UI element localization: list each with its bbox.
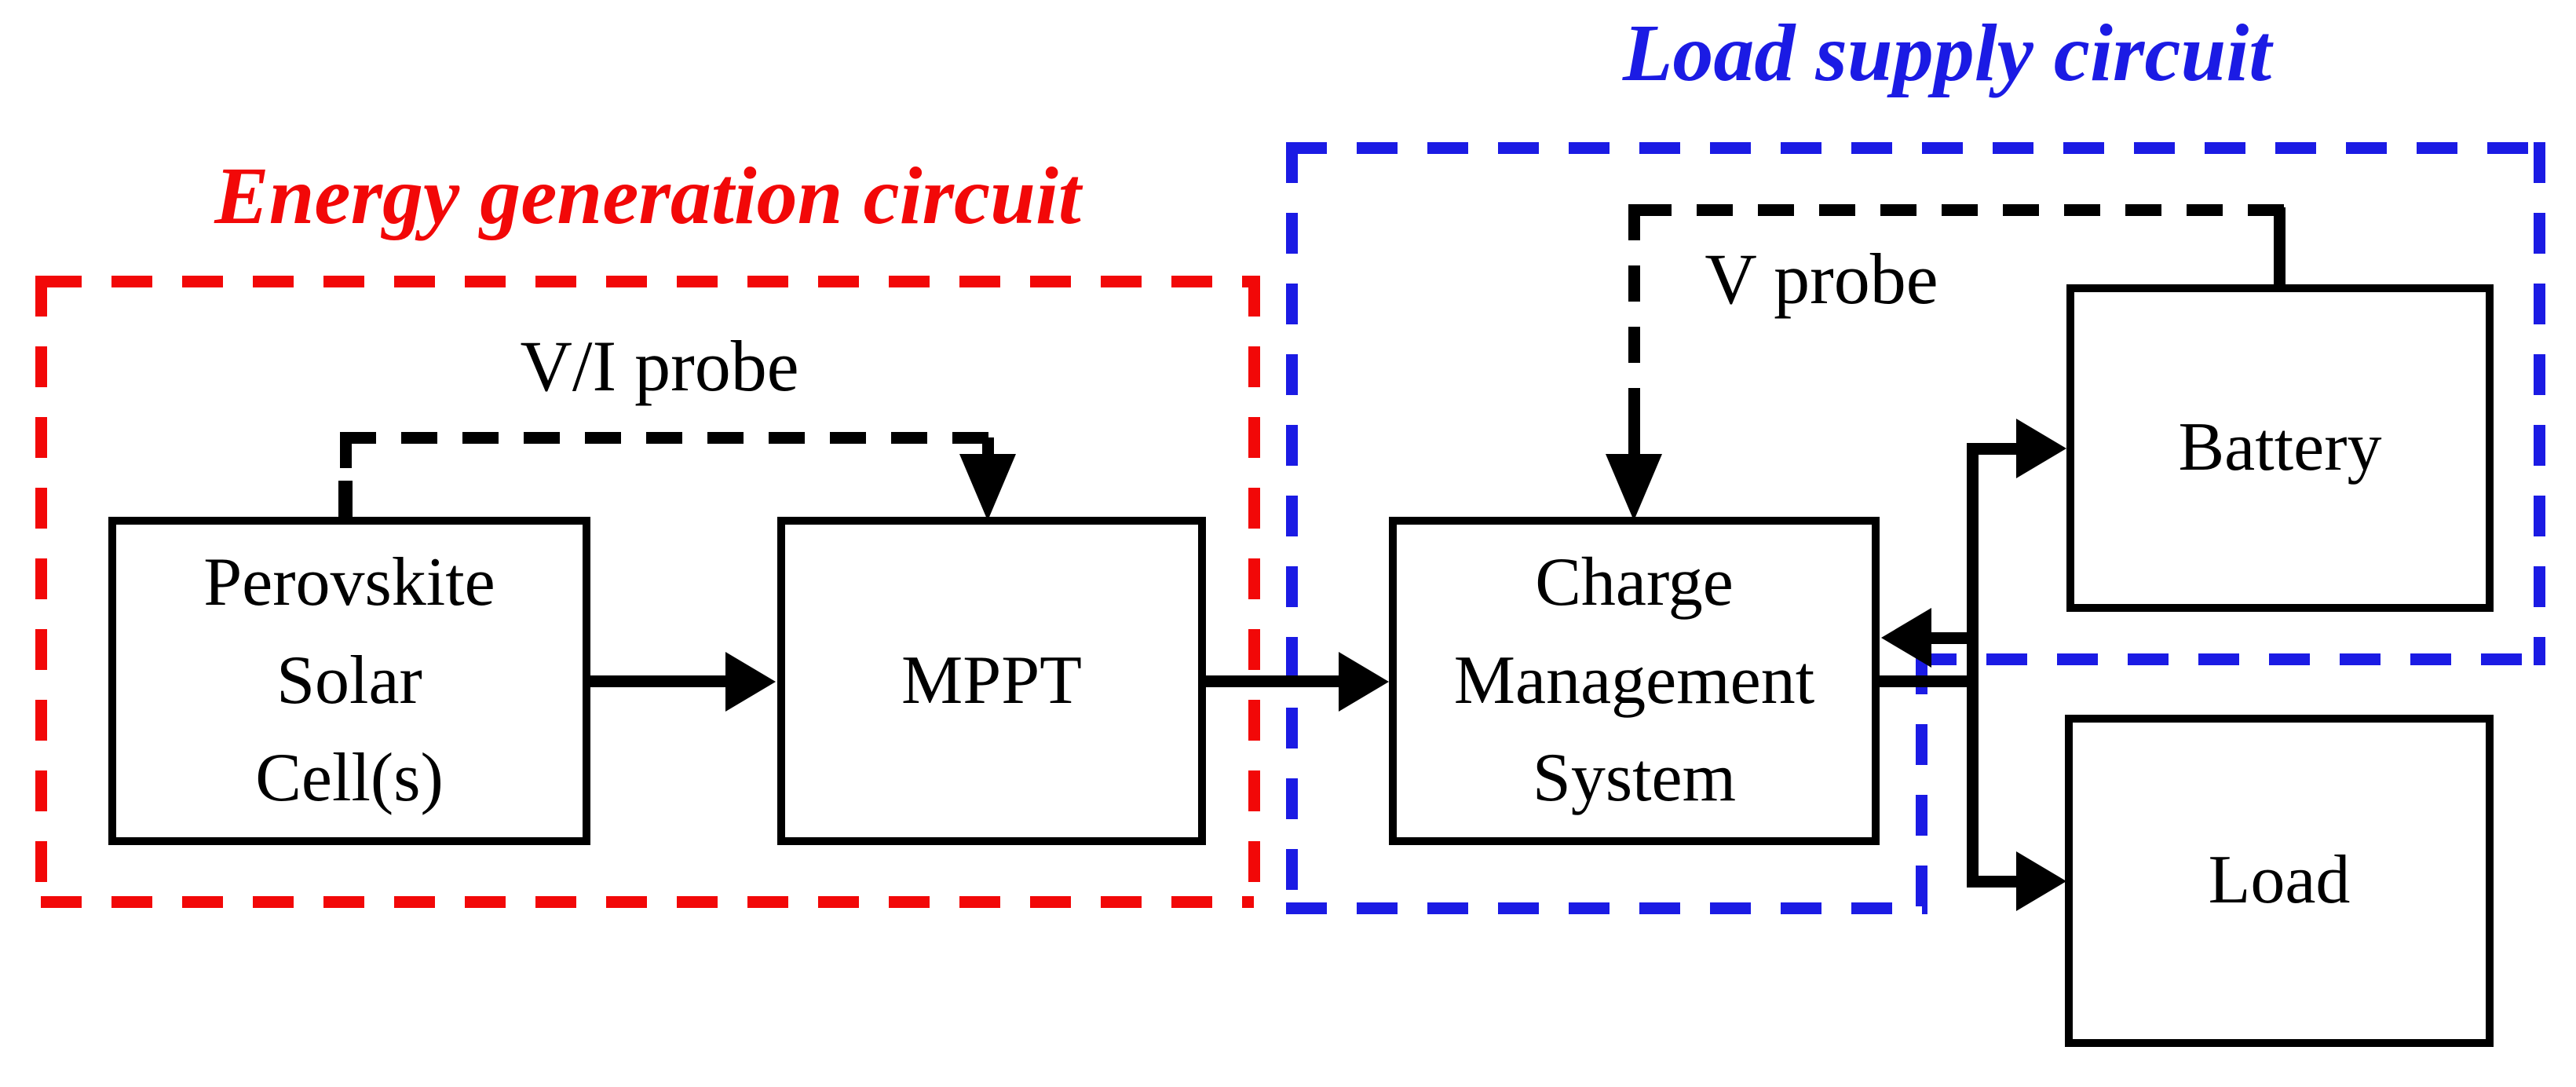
energy-boundary-top-edge <box>41 276 1254 287</box>
v-probe-label: V probe <box>1705 239 1938 319</box>
vi-probe-left-dash <box>340 432 352 487</box>
vi-probe-horizontal-dash <box>340 432 1005 444</box>
cms-label-line1: Charge <box>1535 544 1734 620</box>
perovskite-label-line3: Cell(s) <box>255 740 444 817</box>
psc-to-mppt-line <box>586 675 731 687</box>
vi-probe-label: V/I probe <box>520 326 799 406</box>
block-battery: Battery <box>2066 284 2494 612</box>
load-boundary-inner-bottom-edge <box>1916 653 2545 665</box>
bus-to-battery-arrowhead-icon <box>2016 419 2066 478</box>
mppt-to-cms-arrowhead-icon <box>1339 652 1389 712</box>
v-probe-arrow-stem <box>1628 420 1640 458</box>
load-label: Load <box>2208 842 2351 919</box>
bus-to-load-arrowhead-icon <box>2016 851 2066 911</box>
energy-boundary-right-edge <box>1248 276 1260 908</box>
bus-vertical-line <box>1967 443 1979 888</box>
vi-probe-arrowhead-icon <box>959 454 1016 521</box>
v-probe-vertical-dash <box>1628 204 1640 432</box>
battery-to-cms-arrowhead-icon <box>1881 608 1931 668</box>
v-probe-horizontal-dash <box>1635 204 2286 216</box>
battery-to-cms-line <box>1925 632 1979 644</box>
v-probe-arrowhead-icon <box>1606 454 1662 521</box>
load-boundary-left-edge <box>1286 142 1298 914</box>
bus-to-battery-line <box>1972 443 2019 455</box>
bus-to-load-line <box>1972 876 2019 888</box>
block-perovskite-solar-cells: Perovskite Solar Cell(s) <box>108 517 590 845</box>
block-charge-management-system: Charge Management System <box>1389 517 1880 845</box>
cms-label-line3: System <box>1532 740 1737 817</box>
perovskite-label-line2: Solar <box>276 642 422 719</box>
v-probe-battery-stub <box>2274 207 2286 287</box>
mppt-label: MPPT <box>901 642 1082 719</box>
cms-output-line <box>1875 675 1979 687</box>
perovskite-label-line1: Perovskite <box>203 544 495 620</box>
load-boundary-step-edge <box>1916 653 1927 914</box>
energy-boundary-bottom-edge <box>41 896 1254 908</box>
title-energy-generation-circuit: Energy generation circuit <box>214 151 1081 241</box>
mppt-to-cms-line <box>1201 675 1343 687</box>
load-boundary-top-edge <box>1286 142 2545 154</box>
load-boundary-bottom-edge <box>1286 902 1927 914</box>
title-load-supply-circuit: Load supply circuit <box>1622 8 2272 98</box>
psc-to-mppt-arrowhead-icon <box>725 652 776 712</box>
load-boundary-right-edge <box>2534 142 2545 665</box>
vi-probe-psc-stub <box>338 481 353 522</box>
battery-label: Battery <box>2178 409 2382 486</box>
block-load: Load <box>2065 715 2494 1047</box>
energy-boundary-left-edge <box>35 276 47 908</box>
block-mppt: MPPT <box>777 517 1206 845</box>
cms-label-line2: Management <box>1453 642 1815 719</box>
